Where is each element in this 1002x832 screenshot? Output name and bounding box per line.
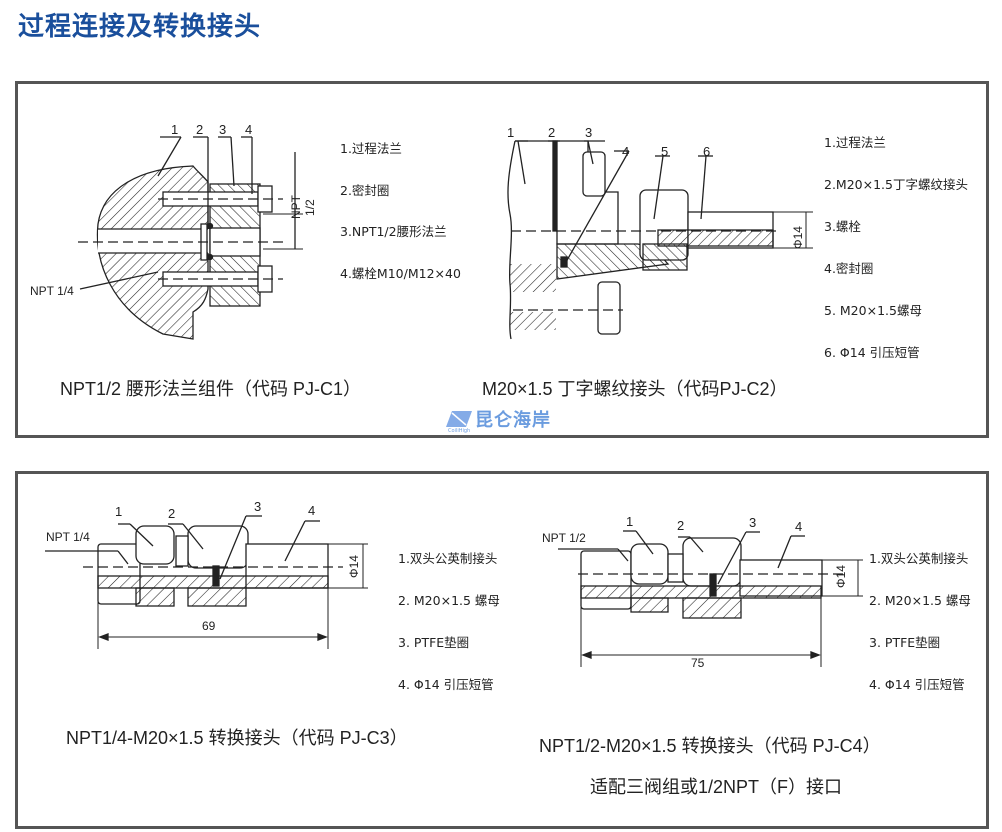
panel-adapters: 1 2 3 4 NPT 1/4 Φ14 69 — [15, 471, 989, 829]
fig3-callout-2: 2 — [168, 506, 175, 521]
watermark-text: 昆仑海岸 — [475, 410, 551, 431]
fig4-label-phi14: Φ14 — [834, 565, 848, 588]
fig4-drawing — [558, 530, 863, 667]
fig4-npt-end — [580, 550, 632, 610]
fig4-caption: NPT1/2-M20×1.5 转换接头（代码 PJ-C4） — [539, 736, 881, 756]
fig3-callout-4: 4 — [308, 503, 315, 518]
fig4-callout-1: 1 — [626, 514, 633, 529]
fig4-legend-item: 4. Φ14 引压短管 — [869, 677, 965, 692]
fig1-legend-item: 3.NPT1/2腰形法兰 — [340, 224, 447, 239]
fig3-legend-item: 3. PTFE垫圈 — [398, 635, 470, 650]
fig2-legend-item: 1.过程法兰 — [824, 135, 886, 150]
fig1-callout-3: 3 — [219, 122, 226, 137]
fig4-legend-item: 3. PTFE垫圈 — [869, 635, 941, 650]
fig4-subcaption: 适配三阀组或1/2NPT（F）接口 — [590, 777, 843, 797]
fig2-callouts: 1 2 3 4 5 6 Φ14 — [507, 125, 805, 249]
fig3-legend-item: 2. M20×1.5 螺母 — [398, 593, 500, 608]
fig2-callout-1: 1 — [507, 125, 514, 140]
fig1-caption: NPT1/2 腰形法兰组件（代码 PJ-C1） — [60, 379, 362, 399]
fig4-label-npt: NPT 1/2 — [542, 531, 586, 545]
fig4-legend-item: 1.双头公英制接头 — [869, 551, 969, 566]
watermark-logo: 昆仑海岸 CoiliHigh — [446, 406, 551, 434]
fig3-callout-3: 3 — [254, 499, 261, 514]
fig4-callout-3: 3 — [749, 515, 756, 530]
fig4-callouts: 1 2 3 4 NPT 1/2 Φ14 75 — [542, 514, 848, 670]
fig2-callout-4: 4 — [622, 144, 629, 159]
fig4-callout-2: 2 — [677, 518, 684, 533]
fig1-callouts: 1 2 3 4 NPT 1/2 NPT 1/4 — [30, 122, 317, 298]
watermark-subtext: CoiliHigh — [448, 428, 471, 434]
fig1-bore — [98, 229, 210, 253]
fig4-ptfe-washer — [709, 573, 717, 597]
fig2-seal — [560, 256, 568, 268]
fig3-label-length: 69 — [202, 619, 216, 633]
fig1-callout-2: 2 — [196, 122, 203, 137]
fig2-caption: M20×1.5 丁字螺纹接头（代码PJ-C2） — [482, 379, 788, 399]
fig3-callout-1: 1 — [115, 504, 122, 519]
panel1-drawings: 1 2 3 4 NPT 1/2 NPT 1/4 — [30, 122, 813, 340]
fig1-label-npt-quarter: NPT 1/4 — [30, 284, 74, 298]
fig2-callout-5: 5 — [661, 144, 668, 159]
fig3-ptfe-washer — [212, 565, 220, 587]
fig1-legend-item: 4.螺栓M10/M12×40 — [340, 266, 461, 281]
fig2-legend-item: 4.密封圈 — [824, 261, 874, 276]
fig2-legend-item: 5. M20×1.5螺母 — [824, 303, 922, 318]
page-title: 过程连接及转换接头 — [18, 12, 262, 42]
fig3-callouts: 1 2 3 4 NPT 1/4 Φ14 69 — [46, 499, 361, 633]
fig1-label-half: 1/2 — [303, 199, 317, 216]
fig3-npt-end — [97, 543, 141, 605]
fig1-label-npt: NPT — [289, 194, 303, 219]
fig3-body-hex — [135, 525, 175, 565]
fig3-caption: NPT1/4-M20×1.5 转换接头（代码 PJ-C3） — [66, 728, 408, 748]
fig2-bolt — [582, 151, 606, 197]
fig4-legend-item: 2. M20×1.5 螺母 — [869, 593, 971, 608]
fig3-label-npt: NPT 1/4 — [46, 530, 90, 544]
fig1-callout-4: 4 — [245, 122, 252, 137]
fig1-drawing — [78, 136, 303, 340]
fig2-process-flange — [507, 140, 516, 340]
fig2-legend-item: 6. Φ14 引压短管 — [824, 345, 920, 360]
fig2-callout-6: 6 — [703, 144, 710, 159]
fig2-legend-item: 2.M20×1.5丁字螺纹接头 — [824, 177, 968, 192]
fig2-label-phi14: Φ14 — [791, 226, 805, 249]
fig1-legend-item: 1.过程法兰 — [340, 141, 402, 156]
fig2-callout-3: 3 — [585, 125, 592, 140]
fig2-legend-item: 3.螺栓 — [824, 219, 861, 234]
fig3-label-phi14: Φ14 — [347, 555, 361, 578]
fig2-callout-2: 2 — [548, 125, 555, 140]
fig4-label-length: 75 — [691, 656, 705, 670]
panel2-drawings: 1 2 3 4 NPT 1/4 Φ14 69 — [45, 499, 863, 670]
fig3-legend-item: 4. Φ14 引压短管 — [398, 677, 494, 692]
fig2-drawing — [507, 140, 813, 340]
logo-icon — [446, 411, 472, 427]
fig1-legend-item: 2.密封圈 — [340, 183, 390, 198]
fig1-callout-1: 1 — [171, 122, 178, 137]
fig3-drawing — [45, 515, 368, 649]
panel-flange-connections: 1 2 3 4 NPT 1/2 NPT 1/4 — [15, 81, 989, 438]
fig4-callout-4: 4 — [795, 519, 802, 534]
fig3-legend-item: 1.双头公英制接头 — [398, 551, 498, 566]
